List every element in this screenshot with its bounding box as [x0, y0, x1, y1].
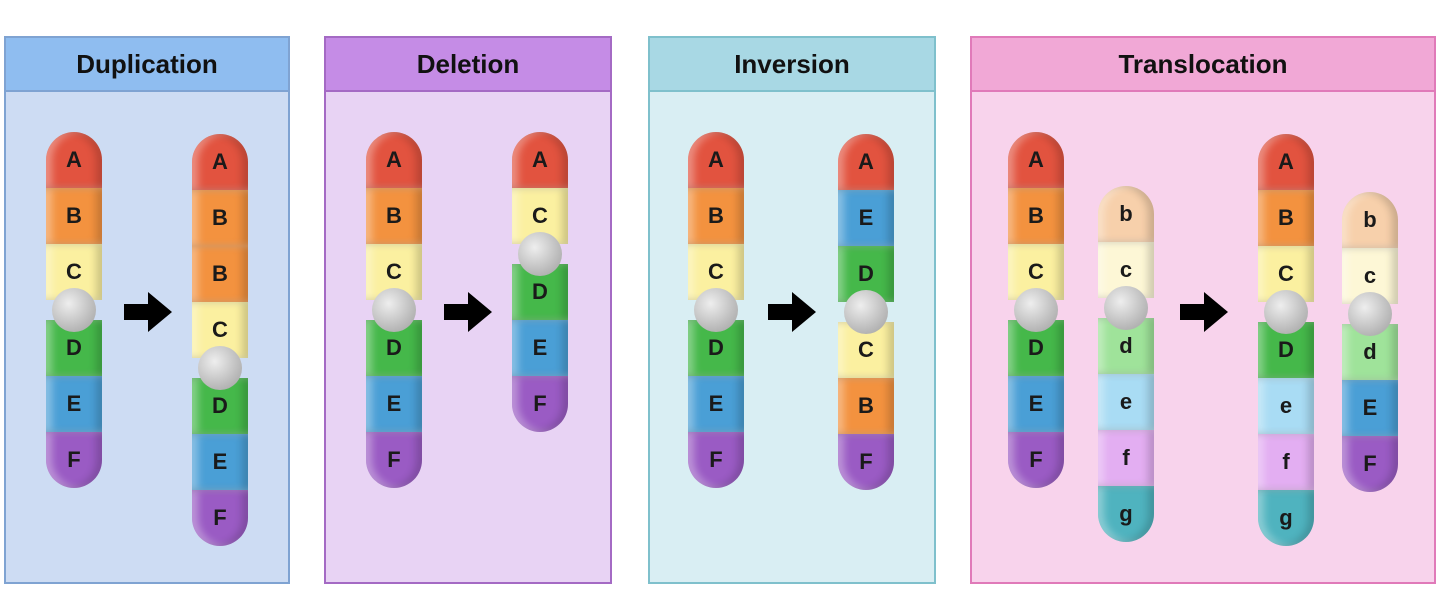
- chromosome-segment: C: [1008, 244, 1064, 300]
- arrow-icon: [1180, 292, 1228, 332]
- chromosome-segment: E: [192, 434, 248, 490]
- chromosome-segment: F: [192, 490, 248, 546]
- centromere: [1348, 292, 1392, 336]
- chromosome-segment: B: [688, 188, 744, 244]
- centromere: [1264, 290, 1308, 334]
- chromosome-segment: E: [512, 320, 568, 376]
- chromosome-segment: D: [1258, 322, 1314, 378]
- panel-title: Translocation: [972, 38, 1434, 92]
- centromere: [198, 346, 242, 390]
- chromosome-segment: F: [366, 432, 422, 488]
- chromosome-segment: B: [46, 188, 102, 244]
- chromosome-segment: E: [688, 376, 744, 432]
- chromosome-segment: B: [366, 188, 422, 244]
- chromosome-segment: g: [1098, 486, 1154, 542]
- centromere: [1014, 288, 1058, 332]
- chromosome-segment: B: [1008, 188, 1064, 244]
- chromosome-segment: A: [1008, 132, 1064, 188]
- chromosome-segment: F: [512, 376, 568, 432]
- centromere: [694, 288, 738, 332]
- centromere: [1104, 286, 1148, 330]
- panel-title: Duplication: [6, 38, 288, 92]
- chromosome-segment: F: [46, 432, 102, 488]
- centromere: [52, 288, 96, 332]
- panel-title: Inversion: [650, 38, 934, 92]
- chromosome-segment: A: [366, 132, 422, 188]
- chromosome-segment: e: [1098, 374, 1154, 430]
- arrow-icon: [124, 292, 172, 332]
- chromosome-segment: E: [1008, 376, 1064, 432]
- chromosome-segment: F: [688, 432, 744, 488]
- chromosome-segment: A: [46, 132, 102, 188]
- chromosome-segment: F: [1008, 432, 1064, 488]
- chromosome-segment: F: [838, 434, 894, 490]
- chromosome-segment: b: [1342, 192, 1398, 248]
- centromere: [844, 290, 888, 334]
- chromosome-segment: A: [1258, 134, 1314, 190]
- chromosome-segment: g: [1258, 490, 1314, 546]
- chromosome-segment: B: [1258, 190, 1314, 246]
- chromosome-segment: A: [838, 134, 894, 190]
- chromosome-segment: b: [1098, 186, 1154, 242]
- chromosome-segment: E: [1342, 380, 1398, 436]
- chromosome-segment: B: [192, 246, 248, 302]
- chromosome-segment: E: [366, 376, 422, 432]
- centromere: [372, 288, 416, 332]
- arrow-icon: [768, 292, 816, 332]
- panel-title: Deletion: [326, 38, 610, 92]
- chromosome-segment: E: [46, 376, 102, 432]
- chromosome-segment: E: [838, 190, 894, 246]
- chromosome-segment: A: [512, 132, 568, 188]
- chromosome-segment: B: [838, 378, 894, 434]
- chromosome-segment: A: [192, 134, 248, 190]
- chromosome-segment: D: [192, 378, 248, 434]
- chromosome-segment: f: [1098, 430, 1154, 486]
- chromosome-segment: F: [1342, 436, 1398, 492]
- centromere: [518, 232, 562, 276]
- chromosome-segment: f: [1258, 434, 1314, 490]
- chromosome-segment: A: [688, 132, 744, 188]
- chromosome-segment: e: [1258, 378, 1314, 434]
- chromosome-segment: C: [512, 188, 568, 244]
- arrow-icon: [444, 292, 492, 332]
- chromosome-segment: B: [192, 190, 248, 246]
